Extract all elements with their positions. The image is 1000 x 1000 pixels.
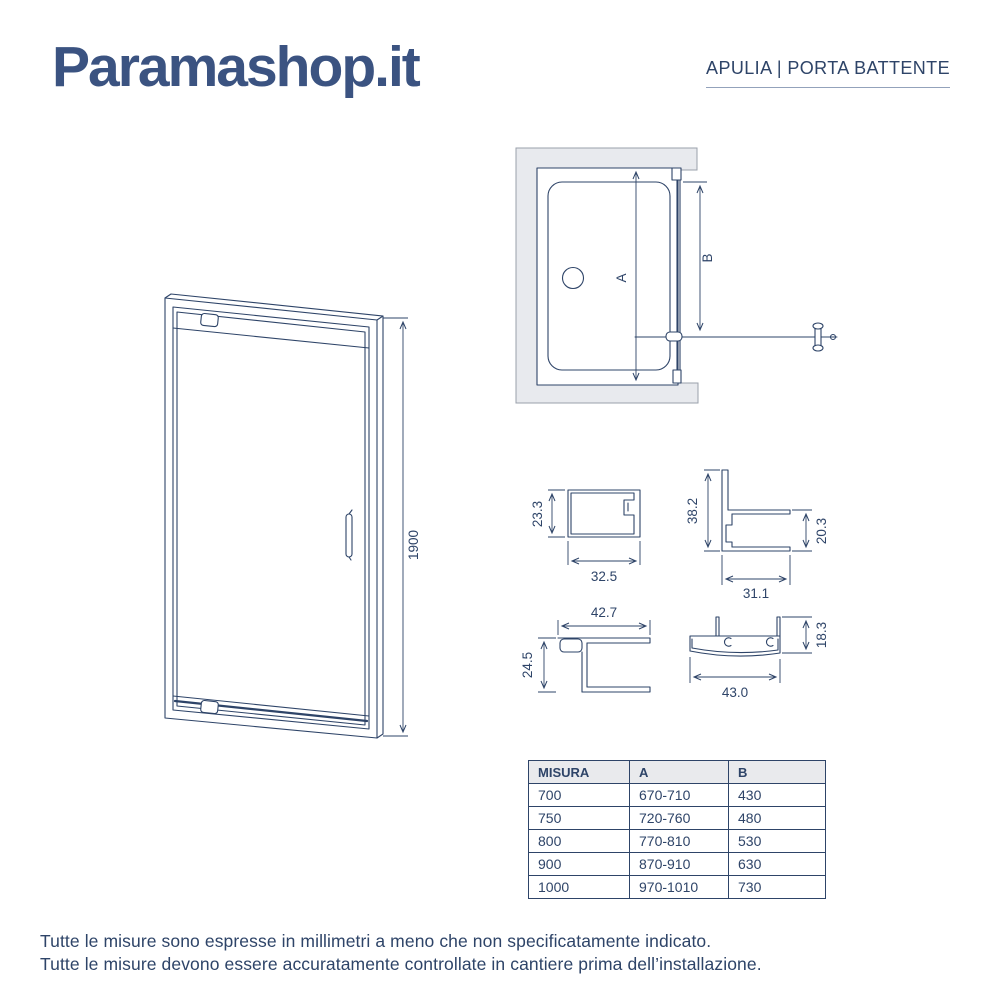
cell-a: 970-1010 <box>629 875 729 899</box>
profile-wall-post: 38.2 20.3 31.1 <box>685 469 829 601</box>
table-row: 1000 970-1010 730 <box>528 875 826 899</box>
handle-end-dot <box>829 333 837 341</box>
top-view-drawing: A B <box>515 147 838 404</box>
p4-width-label: 43.0 <box>722 685 748 700</box>
pivot-hinge <box>665 331 683 342</box>
wall-profile-top <box>671 167 682 181</box>
cell-misura: 700 <box>528 783 630 807</box>
p3-width-label: 42.7 <box>591 605 617 620</box>
cell-b: 480 <box>728 806 826 830</box>
cell-misura: 800 <box>528 829 630 853</box>
profile-closing: 42.7 24.5 <box>520 605 651 693</box>
p4-height-label: 18.3 <box>814 622 829 648</box>
col-header-b: B <box>728 760 826 784</box>
screw-boss-left <box>724 637 732 647</box>
footnotes: Tutte le misure sono espresse in millime… <box>40 930 762 976</box>
p2-inner-height-label: 20.3 <box>814 518 829 544</box>
brand-logo: Paramashop.it <box>52 35 421 99</box>
profile-threshold: 43.0 18.3 <box>689 616 829 700</box>
open-door-handle <box>812 322 824 352</box>
col-header-a: A <box>629 760 729 784</box>
door-open-swing <box>634 322 838 352</box>
product-title-block: APULIA | PORTA BATTENTE <box>706 58 950 88</box>
height-dimension <box>383 317 408 737</box>
cell-b: 630 <box>728 852 826 876</box>
cell-b: 530 <box>728 829 826 853</box>
front-height-dim-label: 1900 <box>406 530 421 560</box>
tray-inner-edge <box>547 181 671 371</box>
table-row: 900 870-910 630 <box>528 852 826 876</box>
footnote-line-2: Tutte le misure devono essere accuratame… <box>40 954 762 974</box>
cell-a: 670-710 <box>629 783 729 807</box>
p2-height-label: 38.2 <box>685 498 700 524</box>
cell-a: 770-810 <box>629 829 729 853</box>
profile-wall-channel: 23.3 32.5 <box>530 489 641 584</box>
cell-misura: 900 <box>528 852 630 876</box>
door-glass-top <box>671 167 682 384</box>
dim-b-label: B <box>700 253 715 262</box>
product-title: APULIA | PORTA BATTENTE <box>706 58 950 88</box>
cell-a: 720-760 <box>629 806 729 830</box>
table-row: 750 720-760 480 <box>528 806 826 830</box>
bottom-hinge <box>200 699 219 715</box>
shower-tray <box>536 167 679 386</box>
p1-width-label: 32.5 <box>591 569 617 584</box>
p2-width-label: 31.1 <box>743 586 769 601</box>
front-view-drawing: 1900 <box>164 293 421 739</box>
door-frame-outline <box>164 293 384 739</box>
size-table: MISURA A B 700 670-710 430 750 720-760 4… <box>528 760 826 899</box>
p3-height-label: 24.5 <box>520 652 535 678</box>
cell-misura: 750 <box>528 806 630 830</box>
top-hinge <box>200 312 219 328</box>
profile-sections-drawing: 23.3 32.5 38.2 20.3 31.1 <box>520 469 829 700</box>
cell-a: 870-910 <box>629 852 729 876</box>
p1-height-label: 23.3 <box>530 501 545 527</box>
cell-b: 730 <box>728 875 826 899</box>
table-row: 800 770-810 530 <box>528 829 826 853</box>
size-table-header-row: MISURA A B <box>528 760 826 784</box>
table-row: 700 670-710 430 <box>528 783 826 807</box>
cell-b: 430 <box>728 783 826 807</box>
wall-profile-bottom <box>672 369 682 384</box>
col-header-misura: MISURA <box>528 760 630 784</box>
door-handle <box>345 509 353 561</box>
cell-misura: 1000 <box>528 875 630 899</box>
footnote-line-1: Tutte le misure sono espresse in millime… <box>40 931 712 951</box>
drain-circle <box>561 266 585 290</box>
dim-a-label: A <box>614 273 629 282</box>
screw-boss-right <box>766 637 774 647</box>
